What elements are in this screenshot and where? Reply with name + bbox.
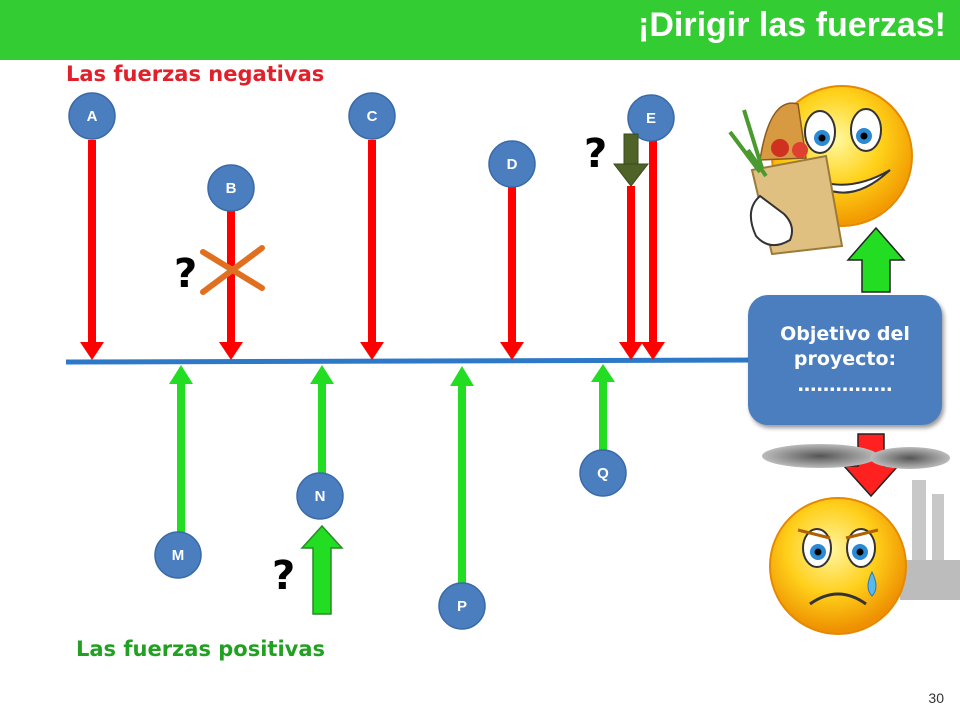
slide-title: ¡Dirigir las fuerzas! bbox=[638, 6, 946, 44]
goal-line-2: proyecto: bbox=[793, 348, 897, 371]
negative-force-e: E bbox=[627, 94, 675, 360]
negative-force-d: D bbox=[488, 140, 536, 360]
happy-smiley-illustration bbox=[728, 85, 913, 256]
force-label-p: P bbox=[457, 598, 467, 615]
factory-smoke-illustration bbox=[762, 444, 960, 600]
sad-smiley-illustration bbox=[769, 497, 907, 635]
question-mark-e: ? bbox=[584, 131, 608, 177]
force-label-d: D bbox=[507, 156, 518, 173]
project-goal-box: Objetivo del proyecto: …………… bbox=[748, 295, 942, 425]
cross-mark-icon bbox=[200, 245, 265, 295]
positive-force-p: P bbox=[438, 366, 486, 630]
goal-down-arrow bbox=[842, 433, 900, 498]
title-bar: ¡Dirigir las fuerzas! bbox=[0, 0, 960, 60]
goal-line-3: …………… bbox=[797, 373, 893, 396]
positive-force-m: M bbox=[154, 365, 202, 579]
goal-up-arrow bbox=[846, 226, 906, 293]
page-number: 30 bbox=[928, 690, 944, 706]
force-label-e: E bbox=[646, 110, 656, 127]
negative-forces-label: Las fuerzas negativas bbox=[66, 62, 325, 86]
force-label-b: B bbox=[226, 180, 237, 197]
goal-line-1: Objetivo del bbox=[780, 322, 910, 345]
negative-force-a: A bbox=[68, 92, 116, 360]
new-negative-force-arrow bbox=[619, 186, 643, 360]
positive-forces-label: Las fuerzas positivas bbox=[76, 637, 326, 661]
negative-force-b: B bbox=[207, 164, 255, 360]
new-positive-force-arrow bbox=[300, 524, 344, 615]
positive-force-q: Q bbox=[579, 364, 627, 497]
force-label-a: A bbox=[87, 108, 98, 125]
force-axis bbox=[65, 357, 761, 365]
force-label-q: Q bbox=[597, 465, 609, 482]
negative-force-c: C bbox=[348, 92, 396, 360]
force-label-n: N bbox=[315, 488, 326, 505]
force-label-c: C bbox=[367, 108, 378, 125]
positive-force-n: N bbox=[296, 365, 344, 520]
question-mark-b: ? bbox=[174, 251, 198, 297]
question-mark-n: ? bbox=[272, 553, 296, 599]
uncertain-force-arrow bbox=[612, 133, 650, 187]
force-label-m: M bbox=[172, 547, 185, 564]
